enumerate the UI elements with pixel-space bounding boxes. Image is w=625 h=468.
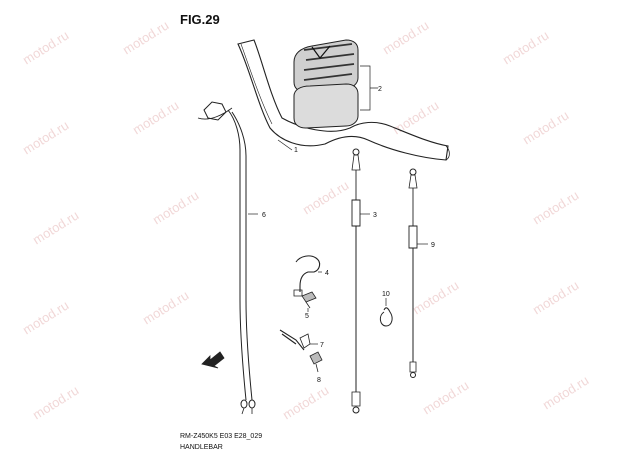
handlebar-pad-plain-part [293,83,359,129]
clip-part [379,298,393,327]
screw-part-8 [309,351,323,373]
callout-6: 6 [262,212,266,219]
front-arrow-icon [201,351,225,369]
handlebar-pad-part [293,39,359,93]
hot-start-cable-part [408,168,418,378]
callout-7: 7 [320,342,324,349]
callout-1: 1 [294,147,298,154]
throttle-cable-part [197,101,256,415]
clutch-cable-part [351,148,361,414]
callout-4: 4 [325,270,329,277]
callout-5: 5 [305,313,309,320]
cable-guide-part [293,255,321,297]
callout-3: 3 [373,212,377,219]
figure-caption: HANDLEBAR [180,444,223,451]
figure-title: FIG.29 [180,12,220,27]
callout-layer: 1 2 3 4 5 6 7 8 9 10 [262,86,435,384]
callout-9: 9 [431,242,435,249]
callout-2: 2 [378,86,382,93]
drawing-code: RM-Z450K5 E03 E28_029 [180,433,263,440]
callout-8: 8 [317,377,321,384]
clamp-band-part [279,329,311,351]
callout-10: 10 [382,291,390,298]
handlebar-part [237,39,450,161]
screw-part [301,291,317,309]
